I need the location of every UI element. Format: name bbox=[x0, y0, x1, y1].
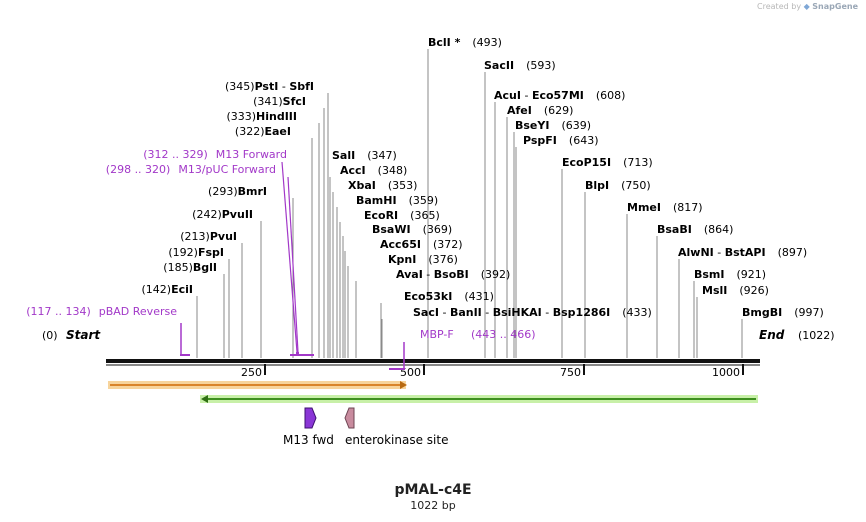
primer-leader bbox=[281, 161, 298, 353]
tick-label-500: 500 bbox=[400, 366, 421, 379]
primer-label: (312 .. 329)M13 Forward bbox=[143, 148, 287, 161]
end-label: End bbox=[759, 328, 785, 342]
enzyme-site-labels: BclI *(493) SacII(593) AcuI - Eco57MI(608)… bbox=[142, 36, 824, 319]
plasmid-length: 1022 bp bbox=[410, 499, 456, 512]
plasmid-name: pMAL-c4E bbox=[394, 482, 472, 498]
enzyme-site-label: AcuI - Eco57MI(608) bbox=[494, 89, 625, 102]
enzyme-leader-lines bbox=[196, 49, 743, 358]
green-feature-bar bbox=[200, 395, 758, 403]
enzyme-site-label: (345)PstI - SbfI bbox=[225, 80, 314, 93]
snapgene-logo-icon: ◆ bbox=[803, 2, 810, 11]
enzyme-site-label: KpnI(376) bbox=[388, 253, 458, 266]
primer-label: (117 .. 134)pBAD Reverse bbox=[26, 305, 177, 318]
credit-prefix: Created by bbox=[757, 2, 802, 11]
green-bar-arrow-icon bbox=[201, 395, 208, 403]
enzyme-site-label: BclI *(493) bbox=[428, 36, 502, 49]
enzyme-site-label: AfeI(629) bbox=[507, 104, 573, 117]
enzyme-site-label: (293)BmrI bbox=[208, 185, 267, 198]
enzyme-site-label: BamHI(359) bbox=[356, 194, 438, 207]
enzyme-site-label: (192)FspI bbox=[168, 246, 224, 259]
enzyme-site-label: EcoRI(365) bbox=[364, 209, 440, 222]
enzyme-site-label: BseYI(639) bbox=[515, 119, 591, 132]
enzyme-site-label: BsmI(921) bbox=[694, 268, 766, 281]
start-label: Start bbox=[66, 328, 101, 342]
enzyme-site-label: XbaI(353) bbox=[348, 179, 417, 192]
enzyme-site-label: BsaWI(369) bbox=[372, 223, 452, 236]
plasmid-map: 250 500 750 1000 (0) Start End (1022) Bc… bbox=[26, 36, 835, 447]
m13-fwd-label: M13 fwd bbox=[283, 433, 334, 447]
enzyme-site-label: MslI(926) bbox=[702, 284, 769, 297]
enzyme-site-label: AlwNI - BstAPI(897) bbox=[678, 246, 807, 259]
enterokinase-label: enterokinase site bbox=[345, 433, 448, 447]
enzyme-site-label: Eco53kI(431) bbox=[404, 290, 494, 303]
credit-brand: SnapGene bbox=[812, 2, 858, 11]
backbone bbox=[106, 359, 760, 363]
m13-fwd-feature-icon bbox=[304, 407, 317, 429]
snapgene-credit: Created by ◆ SnapGene bbox=[757, 2, 858, 11]
tick-label-750: 750 bbox=[560, 366, 581, 379]
enzyme-site-label: (333)HindIII bbox=[226, 110, 297, 123]
enzyme-site-label: BmgBI(997) bbox=[742, 306, 824, 319]
enzyme-site-label: PspFI(643) bbox=[523, 134, 599, 147]
enzyme-site-label: BsaBI(864) bbox=[657, 223, 733, 236]
primer-label: MBP-F bbox=[420, 328, 454, 341]
primer-leader bbox=[287, 176, 299, 353]
enzyme-site-label: (242)PvuII bbox=[192, 208, 253, 221]
primer-range: (443 .. 466) bbox=[471, 328, 536, 341]
primer-labels: (312 .. 329)M13 Forward (298 .. 320)M13/p… bbox=[26, 148, 535, 341]
orange-bar-arrow-icon bbox=[400, 381, 407, 389]
enzyme-site-label: AvaI - BsoBI(392) bbox=[396, 268, 510, 281]
ruler-ticks: 250 500 750 1000 bbox=[241, 364, 744, 379]
tick-label-250: 250 bbox=[241, 366, 262, 379]
tick-label-1000: 1000 bbox=[712, 366, 740, 379]
start-position: (0) bbox=[42, 329, 58, 342]
enzyme-site-label: EcoP15I(713) bbox=[562, 156, 653, 169]
enzyme-site-label: (322)EaeI bbox=[235, 125, 291, 138]
end-position: (1022) bbox=[798, 329, 835, 342]
enzyme-site-label: Acc65I(372) bbox=[380, 238, 463, 251]
enzyme-site-label: (142)EciI bbox=[142, 283, 194, 296]
enzyme-site-label: MmeI(817) bbox=[627, 201, 703, 214]
enzyme-site-label: BlpI(750) bbox=[585, 179, 651, 192]
enzyme-site-label: AccI(348) bbox=[340, 164, 407, 177]
enterokinase-feature-icon bbox=[344, 407, 355, 429]
enzyme-site-label: (213)PvuI bbox=[180, 230, 237, 243]
enzyme-site-label: SacI - BanII - BsiHKAI - Bsp1286I(433) bbox=[413, 306, 652, 319]
primer-label: (298 .. 320)M13/pUC Forward bbox=[106, 163, 276, 176]
enzyme-site-label: (341)SfcI bbox=[253, 95, 306, 108]
primer-markers bbox=[180, 161, 405, 370]
orange-feature-bar bbox=[108, 381, 407, 389]
enzyme-site-label: (185)BglI bbox=[163, 261, 217, 274]
enzyme-site-label: SacII(593) bbox=[484, 59, 556, 72]
enzyme-site-label: SalI(347) bbox=[332, 149, 397, 162]
